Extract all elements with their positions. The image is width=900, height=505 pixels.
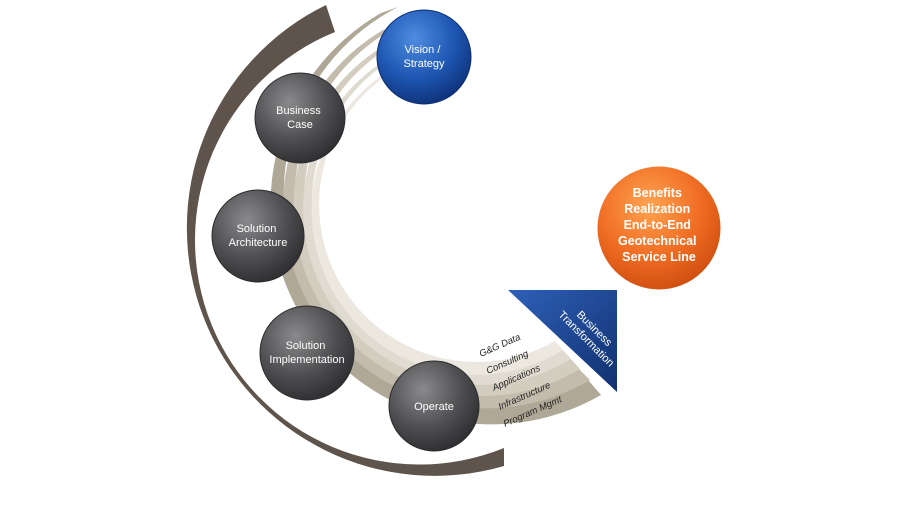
- ring-separator: /: [312, 472, 320, 488]
- svg-text:/: /: [312, 472, 320, 488]
- outcome-label: Benefits Realization End-to-End Geotechn…: [618, 186, 700, 264]
- ring-label-optimize: Optimize: [359, 475, 417, 495]
- ring-label-vendor-agnostic: Vendor Agnostic: [190, 406, 284, 477]
- stage-solution-architecture: Solution Architecture: [211, 189, 305, 283]
- business-transformation-arrow: Business Transformation: [508, 290, 617, 392]
- ring-label-deep-domain-knowledge: Deep Domain Knowledge: [122, 178, 157, 342]
- svg-text:/: /: [153, 120, 169, 131]
- stage-business-case: Business Case: [254, 72, 346, 164]
- stage-solution-implementation: Solution Implementation: [259, 305, 355, 401]
- stage-label: Operate: [414, 401, 454, 413]
- stage-operate: Operate: [388, 360, 480, 452]
- stage-vision: Vision / Strategy: [376, 9, 472, 105]
- ring-separator: /: [154, 359, 170, 370]
- svg-text:Deep Domain Knowledge: Deep Domain Knowledge: [122, 178, 157, 342]
- svg-text:Vendor Agnostic: Vendor Agnostic: [190, 406, 284, 477]
- outcome-benefits-realization: Benefits Realization End-to-End Geotechn…: [594, 163, 724, 293]
- svg-text:Assess: Assess: [185, 47, 230, 90]
- stage-label: Vision / Strategy: [404, 44, 445, 70]
- stage-label: Business Case: [276, 105, 324, 131]
- ring-label-assess: Assess: [185, 47, 230, 90]
- stage-label: Solution Implementation: [269, 340, 344, 366]
- svg-text:Optimize: Optimize: [359, 475, 417, 495]
- ring-separator: /: [153, 120, 169, 131]
- stage-label: Solution Architecture: [229, 223, 288, 249]
- svg-text:/: /: [154, 359, 170, 370]
